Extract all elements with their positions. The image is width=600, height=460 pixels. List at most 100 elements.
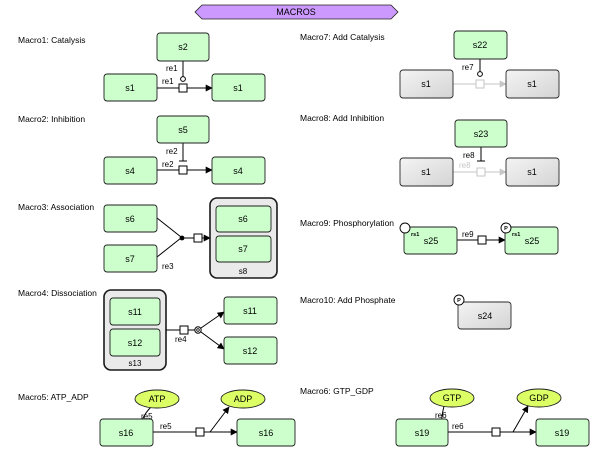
macro2-reaction-label: re2 [162, 160, 174, 169]
macro2-inhibition: Macro2: Inhibition s5 s4 s4 re2 re2 [18, 114, 266, 185]
macro9-right-phospho-site[interactable] [500, 222, 512, 234]
macro2-reaction-mod-label: re2 [166, 147, 178, 156]
macro4-out2-edge [200, 331, 225, 350]
macro4-reaction-node[interactable] [179, 325, 189, 335]
macro9-right-node[interactable] [504, 226, 559, 255]
macro1-modifier-label: s2 [178, 42, 188, 52]
macro7-reaction-label: re7 [462, 63, 474, 72]
macro1-reaction-label: re1 [162, 77, 174, 86]
macros-banner: MACROS [194, 4, 399, 20]
macro3-input1-node[interactable] [103, 204, 158, 233]
macro7-title: Macro7: Add Catalysis [300, 32, 385, 42]
macro10-node[interactable] [457, 301, 512, 330]
macro3-complex-member-a-label: s6 [238, 214, 248, 224]
macro5-left-label: s16 [119, 428, 134, 438]
macro6-reaction-node[interactable] [491, 427, 501, 437]
macro1-reaction-node[interactable] [178, 83, 188, 93]
macro10-title: Macro10: Add Phosphate [300, 295, 396, 305]
macro4-reaction-label: re4 [175, 335, 187, 344]
macro2-left-label: s4 [125, 166, 135, 176]
macro8-left-label: s1 [421, 167, 431, 177]
macro9-right-label: s25 [525, 236, 540, 246]
macro3-reaction-node[interactable] [193, 233, 203, 243]
macro5-reaction-node[interactable] [195, 427, 205, 437]
macro1-left-label: s1 [125, 83, 135, 93]
macro6-molecule-out-node[interactable] [516, 388, 562, 408]
macro2-right-node[interactable] [211, 156, 266, 185]
macros-banner-title: MACROS [276, 7, 316, 17]
macro6-molecule-in-label: GTP [443, 393, 462, 403]
macro8-reaction-node[interactable] [476, 167, 486, 177]
macro8-modifier-label: s23 [474, 129, 489, 139]
macro3-complex-member-b-label: s7 [238, 244, 248, 254]
macro5-molecule-out-node[interactable] [220, 389, 266, 409]
macro7-modifier-node[interactable] [453, 30, 508, 60]
macro6-molecule-out-label: GDP [529, 393, 549, 403]
macro5-left-node[interactable] [99, 418, 154, 447]
macro5-molecule-out-edge [209, 406, 230, 433]
macro4-dissociation: Macro4: Dissociation s11 s12 s13 re4 s11… [18, 288, 278, 371]
macro3-complex-member-b[interactable] [215, 235, 272, 263]
macro5-molecule-in-node[interactable] [134, 389, 180, 409]
macro6-title: Macro6: GTP_GDP [300, 386, 374, 396]
macro4-out1-edge [200, 311, 225, 329]
macro8-left-node[interactable] [399, 157, 454, 187]
macro1-right-label: s1 [233, 83, 243, 93]
macro7-left-label: s1 [421, 79, 431, 89]
macro9-reaction-label: re9 [462, 230, 474, 239]
macro8-reaction-label: re8 [463, 151, 475, 160]
macro1-catalysis: Macro1: Catalysis s2 s1 s1 re1 re1 [18, 32, 266, 102]
macro2-right-label: s4 [233, 166, 243, 176]
macro3-input2-edge [156, 237, 182, 258]
macro2-modifier-node[interactable] [156, 115, 210, 144]
macro3-input2-node[interactable] [103, 244, 158, 273]
macro9-left-site-label: rs1 [411, 232, 419, 238]
macro2-reaction-node[interactable] [178, 165, 188, 175]
macro5-molecule-in-label: ATP [149, 394, 166, 404]
macro8-reaction-faded-label: re8 [459, 161, 471, 170]
macro1-modifier-node[interactable] [156, 32, 210, 62]
macro8-right-node[interactable] [505, 157, 560, 187]
macro10-phospho-site[interactable] [453, 294, 465, 306]
macro7-reaction-node[interactable] [475, 79, 485, 89]
macro6-right-node[interactable] [535, 418, 590, 447]
macro7-right-node[interactable] [505, 69, 560, 99]
macro4-complex-member-b[interactable] [109, 328, 161, 357]
macro9-left-node[interactable] [403, 226, 458, 255]
macro9-right-site-label: rs1 [512, 232, 520, 238]
macro5-atp-adp: Macro5: ATP_ADP ATP ADP s16 s16 re5 re5 [18, 389, 296, 447]
macro1-left-node[interactable] [103, 73, 158, 102]
macro7-add-catalysis: Macro7: Add Catalysis s22 s1 s1 re7 [300, 30, 560, 99]
macro6-molecule-in-node[interactable] [429, 388, 475, 408]
macro1-title: Macro1: Catalysis [18, 35, 86, 45]
macro7-catalysis-circle-marker [477, 71, 483, 77]
macro1-right-node[interactable] [211, 73, 266, 102]
macro5-right-node[interactable] [236, 418, 296, 447]
macro4-title: Macro4: Dissociation [18, 288, 97, 298]
macro1-reaction-mod-label: re1 [166, 64, 178, 73]
macro6-left-node[interactable] [395, 418, 449, 447]
macro6-gtp-gdp: Macro6: GTP_GDP GTP GDP s19 s19 re6 re6 [300, 386, 590, 447]
macro4-out1-label: s11 [243, 306, 257, 316]
macro4-complex-member-a[interactable] [109, 297, 161, 326]
macro5-reaction-label: re5 [160, 422, 172, 431]
macro9-left-residue-site[interactable] [399, 222, 411, 234]
macro7-modifier-label: s22 [473, 40, 488, 50]
macro4-complex-label: s13 [129, 359, 142, 368]
macro7-left-node[interactable] [399, 69, 454, 99]
macro2-modifier-label: s5 [178, 125, 188, 135]
macro6-left-label: s19 [415, 428, 430, 438]
macro5-right-label: s16 [259, 428, 274, 438]
macro2-left-node[interactable] [103, 156, 158, 185]
macro9-reaction-node[interactable] [477, 235, 487, 245]
macro2-title: Macro2: Inhibition [18, 114, 85, 124]
macro3-input2-label: s7 [125, 254, 135, 264]
macro4-complex-member-b-label: s12 [128, 338, 143, 348]
macro3-complex-member-a[interactable] [215, 205, 272, 233]
macro9-left-label: s25 [424, 236, 439, 246]
macro10-node-label: s24 [478, 311, 493, 321]
macro8-modifier-node[interactable] [454, 119, 508, 148]
macro4-out1-node[interactable] [223, 296, 278, 325]
macro4-out2-node[interactable] [223, 336, 278, 365]
